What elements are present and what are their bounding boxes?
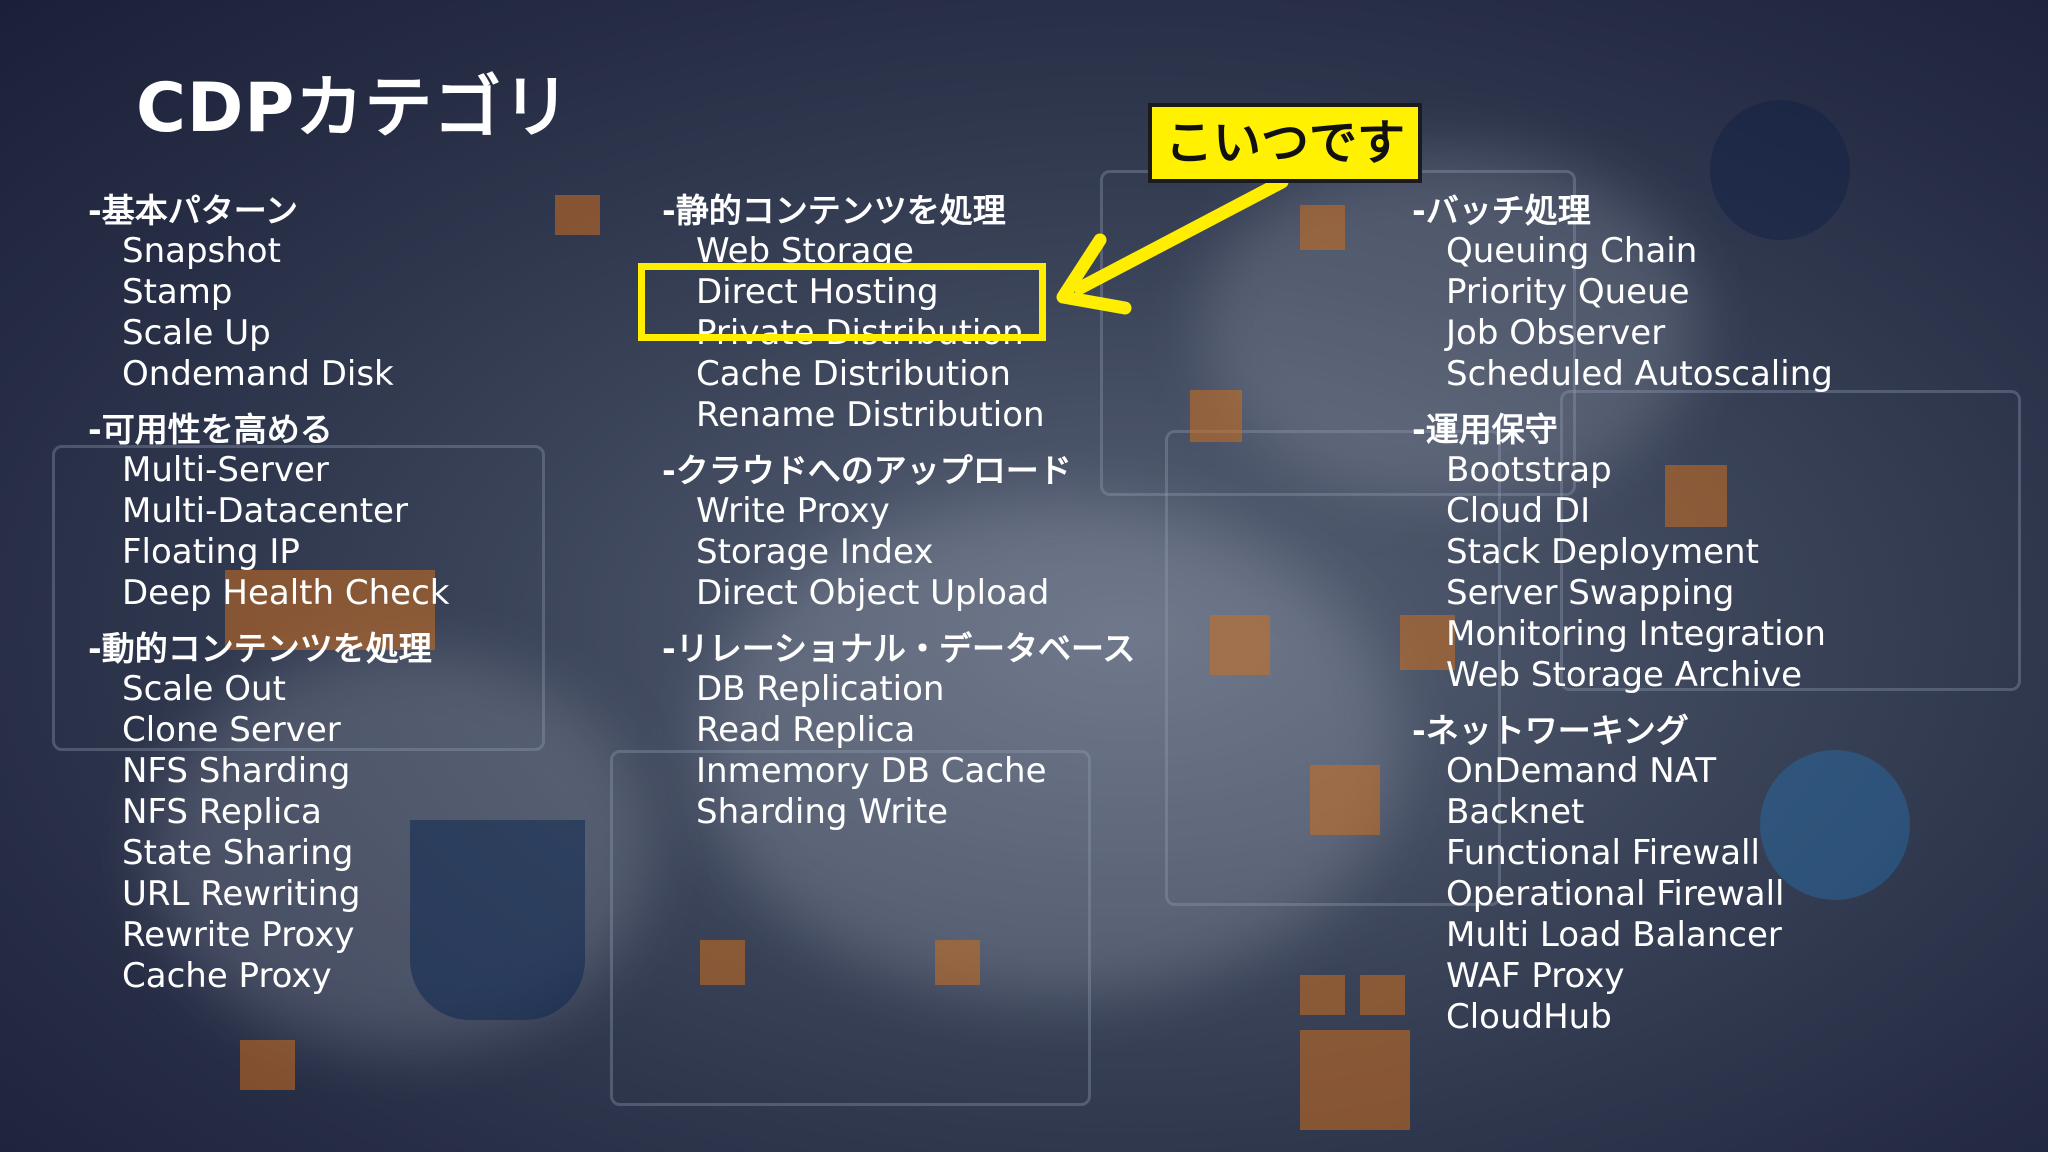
pattern-item: Cache Distribution xyxy=(696,354,1011,394)
pattern-item: Sharding Write xyxy=(696,792,949,832)
pattern-item: Cloud DI xyxy=(1446,491,1591,531)
pattern-item: Backnet xyxy=(1446,792,1585,832)
pattern-item: DB Replication xyxy=(696,669,945,709)
category-heading: -ネットワーキング xyxy=(1412,711,1689,750)
category-heading: -クラウドへのアップロード xyxy=(662,451,1072,490)
category-group: -バッチ処理 Queuing Chain Priority Queue Job … xyxy=(1412,190,1833,395)
pattern-item: Rewrite Proxy xyxy=(122,915,355,955)
pattern-item: Server Swapping xyxy=(1446,573,1735,613)
pattern-item: Snapshot xyxy=(122,231,281,271)
pattern-item: Read Replica xyxy=(696,710,916,750)
pattern-item: Inmemory DB Cache xyxy=(696,751,1047,791)
pattern-item: Scale Up xyxy=(122,313,271,353)
pattern-item: Multi Load Balancer xyxy=(1446,915,1782,955)
page-title: CDPカテゴリ xyxy=(136,69,572,148)
pattern-item: Private Distribution xyxy=(696,313,1024,353)
category-group: -基本パターン Snapshot Stamp Scale Up Ondemand… xyxy=(88,190,449,395)
callout-label: こいつです xyxy=(1148,103,1422,183)
category-group: -運用保守 Bootstrap Cloud DI Stack Deploymen… xyxy=(1412,409,1833,696)
pattern-item: Scale Out xyxy=(122,669,286,709)
category-group: -リレーショナル・データベース DB Replication Read Repl… xyxy=(662,628,1135,833)
category-column-3: -バッチ処理 Queuing Chain Priority Queue Job … xyxy=(1412,190,1833,1052)
pattern-item: URL Rewriting xyxy=(122,874,361,914)
pattern-item: Rename Distribution xyxy=(696,395,1045,435)
pattern-item: NFS Sharding xyxy=(122,751,351,791)
pattern-item-highlighted: Direct Hosting xyxy=(696,272,939,312)
pattern-item: CloudHub xyxy=(1446,997,1612,1037)
category-group: -可用性を高める Multi-Server Multi-Datacenter F… xyxy=(88,409,449,614)
pattern-item: Multi-Server xyxy=(122,450,329,490)
pattern-item: Cache Proxy xyxy=(122,956,332,996)
category-group: -クラウドへのアップロード Write Proxy Storage Index … xyxy=(662,450,1135,614)
pattern-item: NFS Replica xyxy=(122,792,322,832)
category-heading: -動的コンテンツを処理 xyxy=(88,629,432,668)
pattern-item: Write Proxy xyxy=(696,491,890,531)
category-group: -ネットワーキング OnDemand NAT Backnet Functiona… xyxy=(1412,710,1833,1038)
pattern-item: Queuing Chain xyxy=(1446,231,1698,271)
category-heading: -リレーショナル・データベース xyxy=(662,629,1136,668)
pattern-item: Multi-Datacenter xyxy=(122,491,408,531)
pattern-item: Direct Object Upload xyxy=(696,573,1050,613)
pattern-item: Functional Firewall xyxy=(1446,833,1760,873)
pattern-item: Web Storage Archive xyxy=(1446,655,1802,695)
category-column-1: -基本パターン Snapshot Stamp Scale Up Ondemand… xyxy=(88,190,449,1011)
pattern-item: Operational Firewall xyxy=(1446,874,1785,914)
pattern-item: Job Observer xyxy=(1446,313,1666,353)
category-heading: -運用保守 xyxy=(1412,410,1558,449)
pattern-item: Monitoring Integration xyxy=(1446,614,1826,654)
pattern-item: Stack Deployment xyxy=(1446,532,1759,572)
pattern-item: Scheduled Autoscaling xyxy=(1446,354,1833,394)
pattern-item: State Sharing xyxy=(122,833,354,873)
category-heading: -基本パターン xyxy=(88,191,299,230)
pattern-item: WAF Proxy xyxy=(1446,956,1625,996)
pattern-item: Clone Server xyxy=(122,710,341,750)
pattern-item: Deep Health Check xyxy=(122,573,450,613)
category-heading: -可用性を高める xyxy=(88,410,333,449)
pattern-item: Priority Queue xyxy=(1446,272,1690,312)
pattern-item: Stamp xyxy=(122,272,233,312)
pattern-item: Storage Index xyxy=(696,532,934,572)
pattern-item: Ondemand Disk xyxy=(122,354,394,394)
highlight-box xyxy=(638,263,1046,341)
category-group: -動的コンテンツを処理 Scale Out Clone Server NFS S… xyxy=(88,628,449,997)
pattern-item: Bootstrap xyxy=(1446,450,1612,490)
pattern-item: OnDemand NAT xyxy=(1446,751,1717,791)
pattern-item: Floating IP xyxy=(122,532,300,572)
category-heading: -静的コンテンツを処理 xyxy=(662,191,1006,230)
category-heading: -バッチ処理 xyxy=(1412,191,1591,230)
